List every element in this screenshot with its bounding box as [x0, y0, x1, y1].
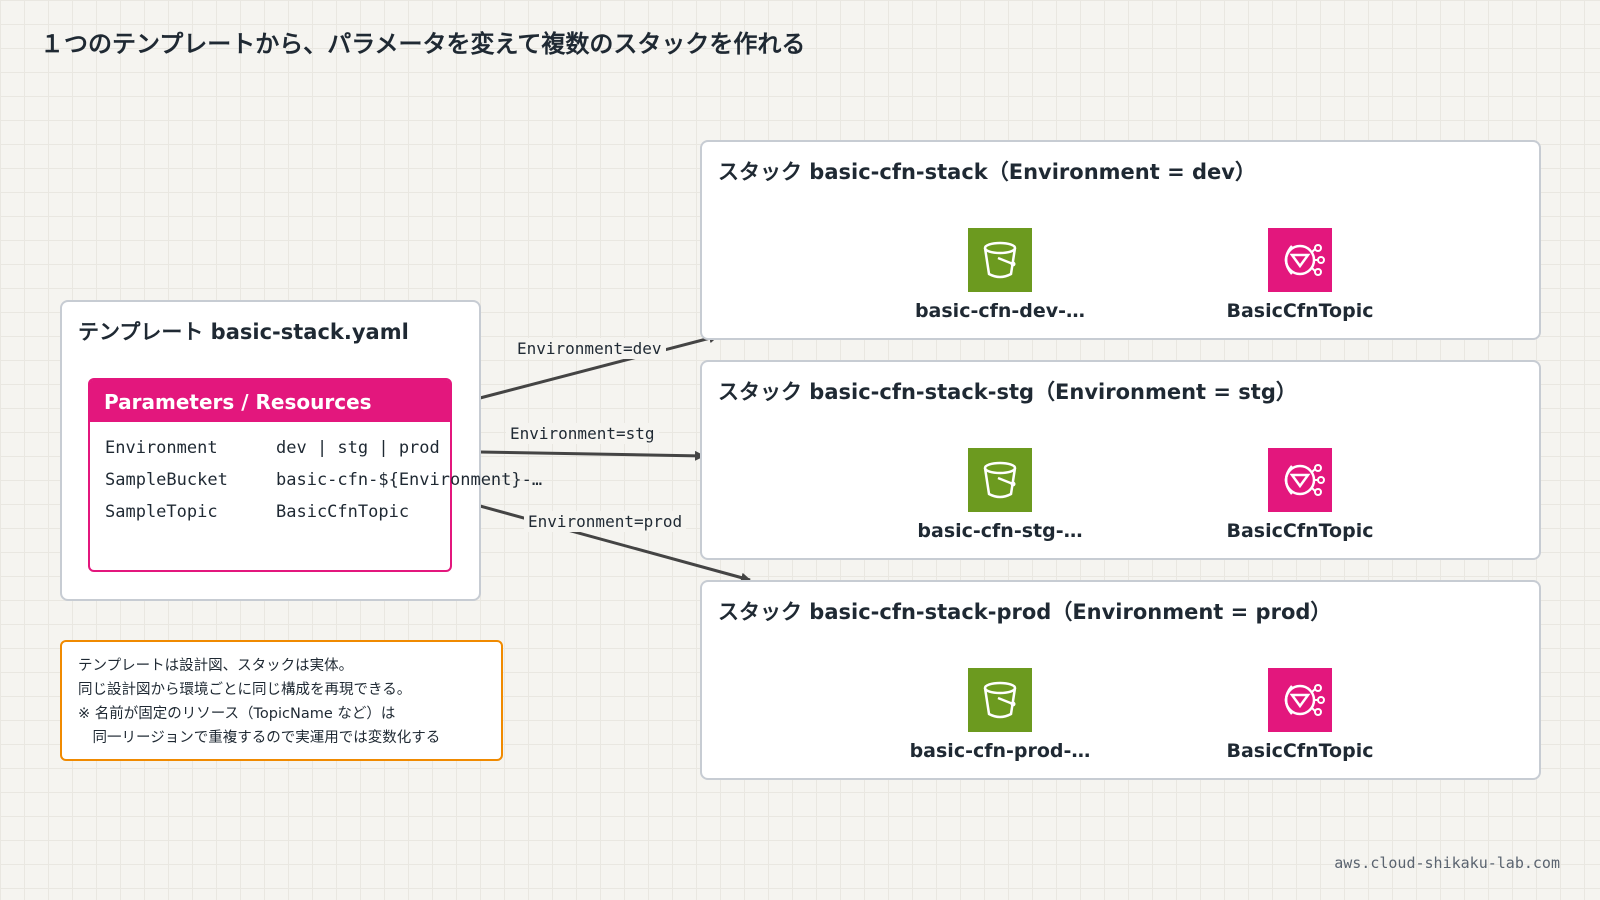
arrow-label-stg: Environment=stg [506, 423, 659, 444]
sns-topic-icon [1268, 448, 1332, 512]
note-line: 同一リージョンで重複するので実運用では変数化する [78, 730, 441, 746]
stack-box-prod: スタック basic-cfn-stack-prod（Environment = … [700, 580, 1541, 780]
s3-bucket-icon [968, 668, 1032, 732]
page-title: １つのテンプレートから、パラメータを変えて複数のスタックを作れる [40, 30, 806, 58]
footer-url: aws.cloud-shikaku-lab.com [1334, 854, 1560, 872]
sns-topic-icon [1268, 228, 1332, 292]
s3-bucket-icon [968, 448, 1032, 512]
arrow-stg [479, 450, 705, 461]
sns-topic-icon [1268, 668, 1332, 732]
parameters-header: Parameters / Resources [90, 380, 450, 422]
param-key: Environment [105, 438, 218, 458]
param-row: Environment dev | stg | prod [105, 438, 440, 458]
param-value: dev | stg | prod [276, 438, 440, 458]
note-line: 同じ設計図から環境ごとに同じ構成を再現できる。 [78, 682, 412, 698]
param-row: SampleTopic BasicCfnTopic [105, 502, 409, 522]
note-line: ※ 名前が固定のリソース（TopicName など）は [78, 706, 396, 722]
bucket-label: basic-cfn-stg-… [917, 520, 1083, 542]
parameters-panel: Parameters / Resources Environment dev | … [88, 378, 542, 572]
bucket-label: basic-cfn-dev-… [914, 300, 1086, 322]
s3-bucket-icon [968, 228, 1032, 292]
arrow-label-prod: Environment=prod [524, 511, 687, 532]
param-key: SampleTopic [105, 502, 218, 522]
stack-box-stg: スタック basic-cfn-stack-stg（Environment = s… [700, 360, 1541, 560]
stack-title: スタック basic-cfn-stack-stg（Environment = s… [718, 380, 1297, 404]
template-title: テンプレート basic-stack.yaml [78, 320, 409, 344]
param-value: BasicCfnTopic [276, 502, 410, 522]
arrow-dev [479, 333, 719, 400]
stack-title: スタック basic-cfn-stack（Environment = dev） [718, 160, 1256, 184]
stack-box-dev: スタック basic-cfn-stack（Environment = dev） [700, 140, 1541, 340]
topic-label: BasicCfnTopic [1226, 300, 1374, 322]
param-value: basic-cfn-${Environment}-… [276, 470, 543, 490]
stack-title: スタック basic-cfn-stack-prod（Environment = … [718, 600, 1332, 624]
arrow-label-dev: Environment=dev [513, 338, 666, 359]
param-row: SampleBucket basic-cfn-${Environment}-… [105, 470, 542, 490]
topic-label: BasicCfnTopic [1226, 740, 1374, 762]
note-line: テンプレートは設計図、スタックは実体。 [78, 658, 354, 674]
topic-label: BasicCfnTopic [1226, 520, 1374, 542]
param-key: SampleBucket [105, 470, 228, 490]
bucket-label: basic-cfn-prod-… [909, 740, 1091, 762]
explanation-note: テンプレートは設計図、スタックは実体。 同じ設計図から環境ごとに同じ構成を再現で… [60, 640, 503, 761]
